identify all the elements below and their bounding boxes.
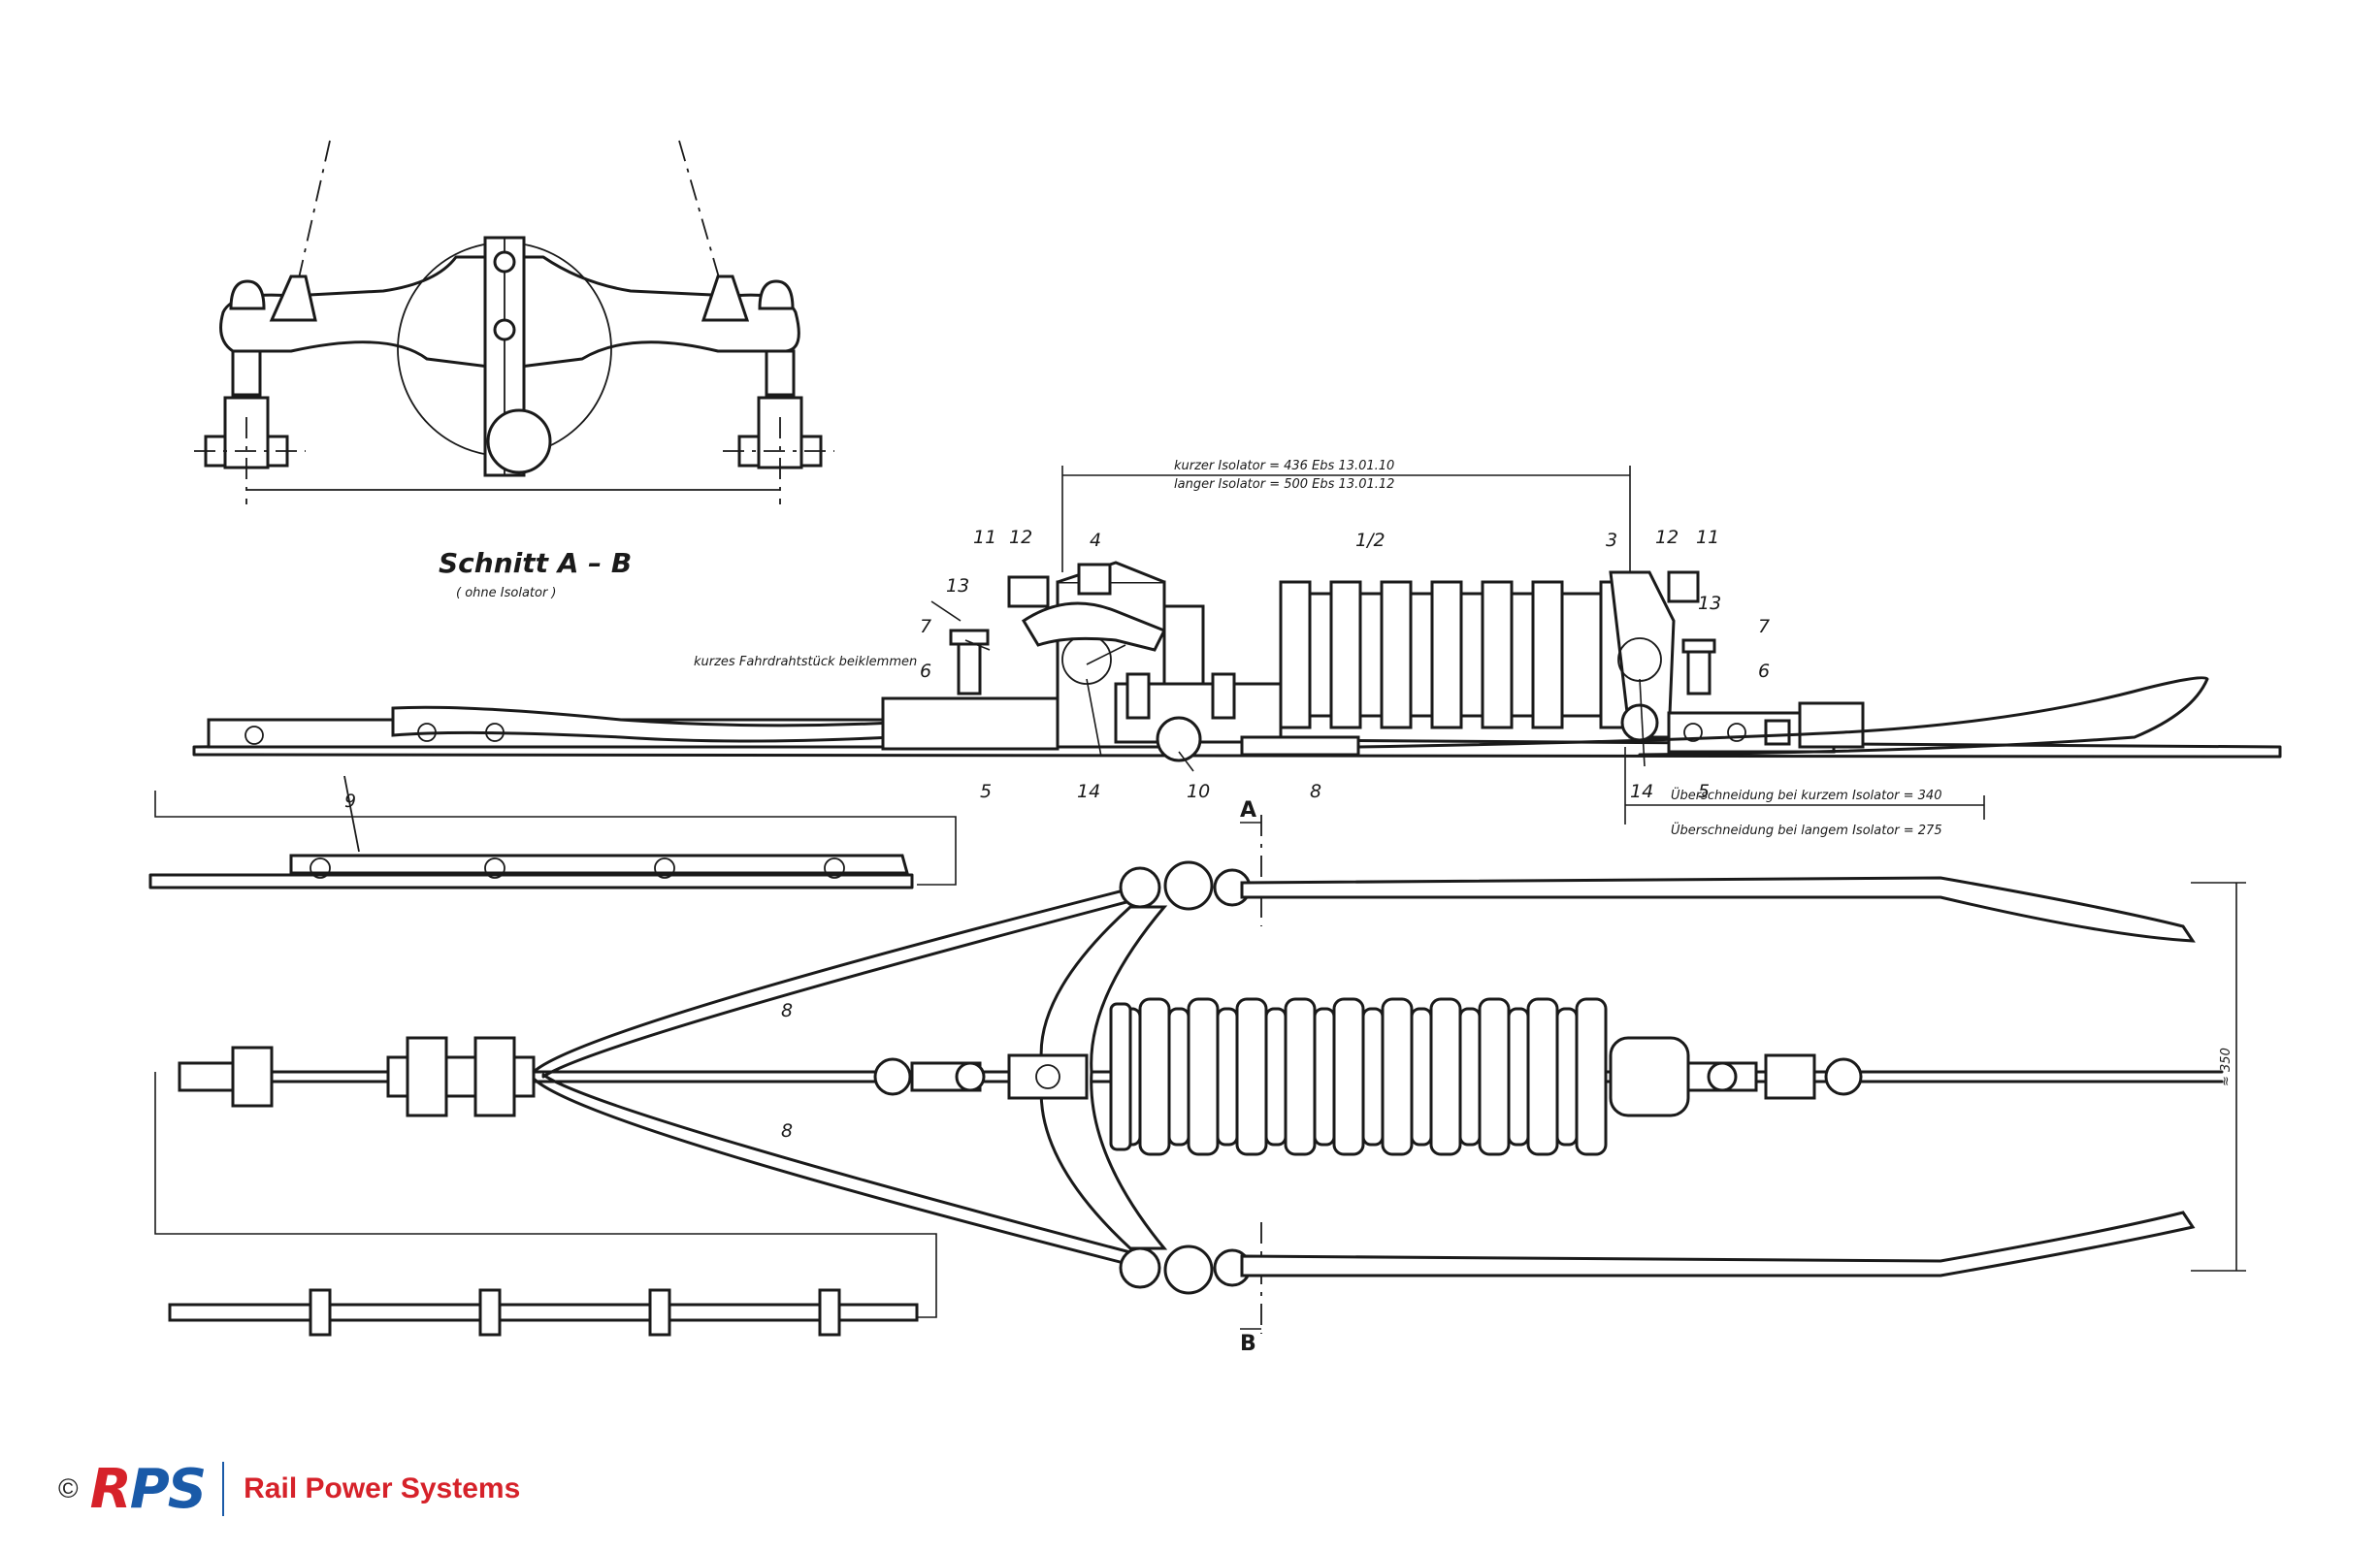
section-subtitle: ( ohne Isolator ) [456, 586, 557, 600]
section-view-a-b [194, 140, 834, 504]
section-title: Schnitt A – B [439, 547, 632, 579]
overlap-short: Überschneidung bei kurzem Isolator = 340 [1671, 787, 1941, 803]
bottom-left-detail [154, 1072, 937, 1337]
part-label: 8 [1310, 781, 1321, 802]
part-label: 4 [1090, 530, 1101, 551]
overlap-long: Überschneidung bei langem Isolator = 275 [1671, 822, 1942, 838]
part-label: 6 [1758, 661, 1770, 682]
part-label: 13 [1698, 593, 1721, 614]
side-dimension: ≈ 350 [2219, 1048, 2233, 1086]
footer: © RPS Rail Power Systems [58, 1455, 520, 1523]
part-label: 11 [1696, 527, 1719, 548]
section-marker-a: A [1240, 798, 1256, 823]
logo-letters-ps: PS [129, 1457, 207, 1521]
footer-divider [222, 1462, 225, 1516]
angle-detail [148, 775, 957, 889]
rps-logo[interactable]: RPS [89, 1457, 208, 1521]
part-label: 8 [781, 1120, 793, 1142]
side-view [192, 466, 2282, 824]
part-label: 11 [973, 527, 996, 548]
part-label: 7 [920, 616, 931, 637]
part-label: 7 [1758, 616, 1770, 637]
part-label: 1/2 [1355, 530, 1386, 551]
part-label: 3 [1606, 530, 1617, 551]
dimension-short-insulator: kurzer Isolator = 436 Ebs 13.01.10 [1174, 459, 1394, 473]
part-label: 10 [1187, 781, 1210, 802]
part-label: 14 [1077, 781, 1100, 802]
part-label: 12 [1655, 527, 1679, 548]
part-label: 5 [1698, 781, 1710, 802]
annotation-contact-wire: kurzes Fahrdrahtstück beiklemmen [694, 655, 917, 669]
dimension-long-insulator: langer Isolator = 500 Ebs 13.01.12 [1174, 477, 1394, 492]
part-label: 6 [920, 661, 931, 682]
part-label: 14 [1630, 781, 1653, 802]
section-marker-b: B [1240, 1332, 1256, 1356]
part-label: 5 [980, 781, 992, 802]
plan-view [178, 815, 2246, 1334]
part-label: 12 [1009, 527, 1032, 548]
logo-letter-r: R [89, 1457, 132, 1521]
copyright-symbol: © [58, 1473, 79, 1504]
part-label: 9 [344, 791, 356, 812]
part-label: 13 [946, 575, 969, 597]
part-label: 8 [781, 1000, 793, 1021]
company-name: Rail Power Systems [244, 1472, 521, 1504]
